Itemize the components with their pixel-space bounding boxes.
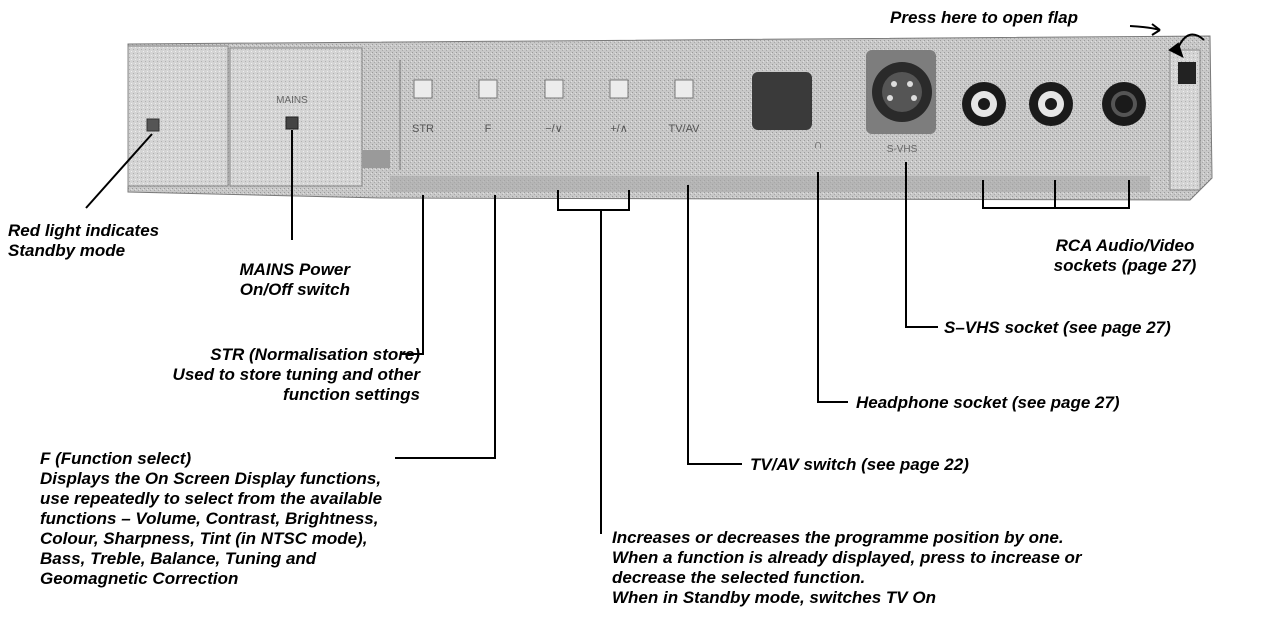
str-button-label: STR [412,123,434,135]
programme-down-button[interactable] [544,79,564,99]
tv-front-panel [127,35,1213,201]
function-description-label: Displays the On Screen Display functions… [40,469,383,588]
callout-lines [85,23,1205,534]
str-button[interactable] [413,79,433,99]
flap-label: Press here to open flap [890,8,1078,27]
panel-tab [362,150,390,168]
str-callout-line [400,195,424,355]
svhs-callout-line [905,162,938,328]
mains-label: MAINS Power On/Off switch [239,260,350,299]
standby-panel-section [127,45,229,187]
standby-red-light-icon [146,118,160,132]
tvav-label: TV/AV switch (see page 22) [750,455,969,474]
flap-curved-arrow-icon [1177,33,1205,49]
programme-up-button[interactable] [609,79,629,99]
flap-release-icon [1178,62,1196,84]
rca-label: RCA Audio/Video sockets (page 27) [1053,236,1197,275]
function-button-label: F [485,123,492,135]
panel-ledge [390,176,1150,192]
function-title-label: F (Function select) [40,449,192,468]
tv-av-button-label: TV/AV [669,123,701,135]
headphone-callout-line [817,172,848,403]
svhs-label: S–VHS socket (see page 27) [944,318,1171,337]
front-buttons [413,79,694,99]
headphone-label: Headphone socket (see page 27) [856,393,1120,412]
mains-power-switch[interactable] [285,116,299,130]
headphone-symbol-icon: ∩ [814,137,823,151]
rca-sockets [962,82,1146,126]
red-light-label: Red light indicates Standby mode [8,221,160,260]
function-button[interactable] [478,79,498,99]
mains-panel-label: MAINS [276,95,308,106]
programme-down-label: −/∨ [545,123,563,135]
tvav-callout-line [687,185,742,465]
tv-av-button[interactable] [674,79,694,99]
programme-label: Increases or decreases the programme pos… [612,528,1082,607]
function-callout-line [395,195,496,459]
red-light-callout-line [85,133,153,209]
programme-up-label: +/∧ [610,123,628,135]
headphone-socket[interactable] [752,72,812,130]
str-label: STR (Normalisation store) Used to store … [172,345,420,404]
programme-bracket [557,190,630,211]
svhs-panel-mark: S-VHS [887,144,918,155]
